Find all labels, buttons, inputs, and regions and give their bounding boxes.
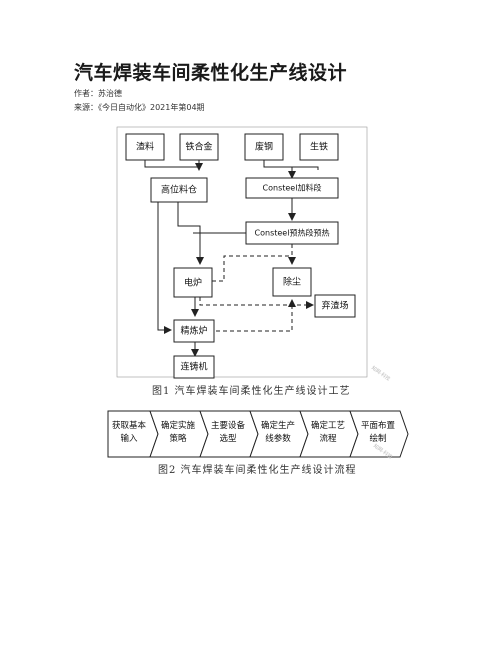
figure-1-dashed-connectors — [199, 244, 314, 332]
node-tiehejin-box — [179, 133, 219, 161]
flow-step-3-label-1: 主要设备 — [211, 420, 246, 431]
node-consteel-yure-label: Consteel预热段预热 — [255, 228, 330, 238]
node-gaoweiliaocang-box — [150, 177, 208, 203]
figure-2-caption: 图2 汽车焊装车间柔性化生产线设计流程 — [158, 465, 357, 476]
node-chuchen-label: 除尘 — [283, 276, 301, 288]
node-qizhachang-box — [314, 294, 356, 318]
figure-1-nodes — [125, 133, 356, 379]
flow-step-6-label-2: 绘制 — [369, 433, 386, 444]
node-shengtie-box — [299, 133, 339, 161]
node-lianzhuji-label: 连铸机 — [180, 361, 207, 373]
flow-step-4-label-2: 线参数 — [265, 433, 291, 444]
node-chuchen-box — [272, 267, 312, 297]
flow-step-1-label-1: 获取基本 — [112, 420, 147, 431]
node-tiehejin-label: 铁合金 — [185, 141, 212, 153]
flow-step-2-label-1: 确定实施 — [161, 420, 196, 431]
node-lianzhuji-box — [173, 355, 215, 379]
figure-1-border — [116, 126, 368, 378]
node-feigang-label: 废钢 — [255, 141, 273, 153]
node-feigang-box — [244, 133, 284, 161]
source-line: 来源：《今日自动化》2021年第04期 — [74, 102, 205, 113]
author-name: 苏治德 — [98, 89, 122, 98]
node-jinglianlu-box — [173, 319, 215, 343]
node-qizhachang-label: 弃渣场 — [321, 300, 348, 312]
node-dianlu-label: 电炉 — [184, 277, 202, 289]
node-jinglianlu-label: 精炼炉 — [180, 325, 207, 337]
flow-step-1-label-2: 输入 — [120, 433, 138, 444]
node-consteel-jialiao-box — [245, 177, 339, 199]
node-zhaliao-label: 渣料 — [136, 141, 154, 153]
source-label: 来源： — [74, 103, 98, 112]
node-zhaliao-box — [125, 133, 165, 161]
document-title: 汽车焊装车间柔性化生产线设计 — [74, 62, 348, 84]
flow-step-4-label-1: 确定生产 — [261, 420, 295, 431]
figure-1-caption: 图1 汽车焊装车间柔性化生产线设计工艺 — [152, 386, 351, 397]
flow-step-6 — [349, 410, 409, 458]
source-value: 《今日自动化》2021年第04期 — [98, 103, 205, 112]
node-gaoweiliaocang-label: 高位料仓 — [161, 184, 197, 196]
flow-step-3-label-2: 选型 — [219, 433, 237, 444]
flow-step-6-label-1: 平面布置 — [361, 420, 396, 431]
flow-step-2-label-2: 策略 — [169, 433, 187, 444]
node-consteel-jialiao-label: Consteel加料段 — [263, 183, 322, 193]
node-consteel-yure-box — [245, 221, 339, 245]
figure-1-connectors — [144, 160, 319, 357]
node-shengtie-label: 生铁 — [310, 141, 328, 153]
node-dianlu-box — [173, 267, 213, 298]
flow-step-5-label-1: 确定工艺 — [311, 420, 345, 431]
author-label: 作者： — [74, 89, 98, 98]
author-line: 作者：苏治德 — [74, 88, 122, 99]
flow-step-5-label-2: 流程 — [319, 433, 337, 444]
